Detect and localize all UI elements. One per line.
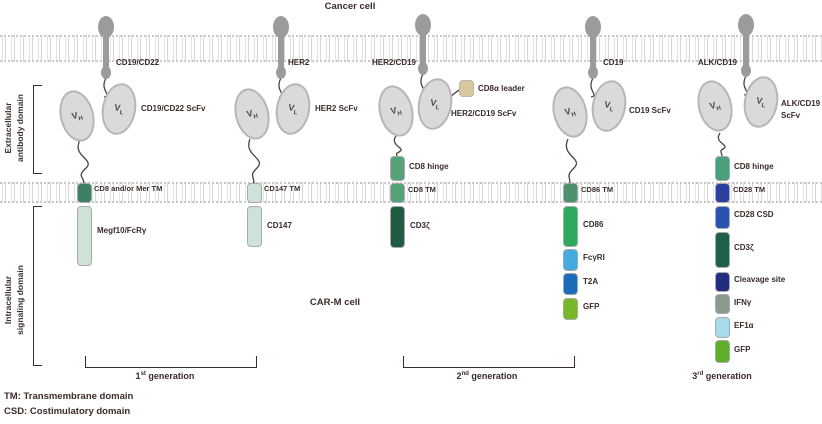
antigen-stalk-stem [278, 30, 284, 72]
icd-box-label: CD28 CSD [734, 210, 774, 219]
icd-box-ifng [715, 294, 730, 314]
antigen-stalk-stem [103, 30, 109, 72]
antigen-stalk-tip [276, 66, 286, 79]
tm-box [247, 183, 262, 203]
icd-box-label: EF1α [734, 321, 754, 330]
scfv-label: CD19 ScFv [629, 106, 671, 115]
car-m-cell-membrane [0, 182, 822, 203]
intracellular-domain-label: Intracellular signaling domain [3, 265, 25, 335]
tm-label: CD8 and/or Mer TM [94, 184, 163, 193]
cancer-cell-membrane [0, 35, 822, 62]
linker-squiggle [590, 77, 595, 98]
antigen-label: HER2/CD19 [371, 58, 416, 67]
antigen-stalk-stem [420, 28, 426, 68]
linker-squiggle [393, 135, 402, 158]
tm-label: CD28 TM [733, 185, 766, 194]
hinge-label: CD8 hinge [409, 162, 449, 171]
hinge-box [715, 156, 730, 181]
icd-box-cd28csd [715, 206, 730, 229]
scfv-label-line2: ScFv [781, 111, 801, 120]
antigen-stalk-stem [590, 30, 596, 72]
antigen-stalk-tip [588, 66, 598, 79]
antigen-stalk-knob [415, 14, 431, 36]
tm-label: CD8 TM [408, 185, 436, 194]
antigen-label: HER2 [288, 58, 310, 67]
scfv-label: CD19/CD22 ScFv [141, 104, 206, 113]
legend-tm: TM: Transmembrane domain [4, 391, 134, 402]
tm-box [77, 183, 92, 203]
antigen-stalk-stem [743, 28, 749, 70]
icd-box-label: FcγRI [583, 253, 605, 262]
icd-box [247, 206, 262, 247]
linker-squiggle [248, 138, 260, 185]
legend-csd: CSD: Costimulatory domain [4, 406, 131, 417]
icd-box-label: CD3ζ [734, 243, 754, 252]
cd8a-leader-label: CD8α leader [478, 84, 525, 93]
tm-label: CD147 TM [264, 184, 301, 193]
extracellular-domain-label: Extracellular antibody domain [3, 94, 25, 162]
icd-box-t2a [563, 273, 578, 295]
cd8a-leader-box [459, 80, 474, 97]
antigen-stalk-knob [98, 16, 114, 38]
tm-box [563, 183, 578, 203]
tm-box [715, 183, 730, 203]
linker-squiggle [565, 138, 577, 185]
gen1-label: 1st generation [135, 371, 195, 381]
icd-box-cd86 [563, 206, 578, 247]
scfv-label: HER2 ScFv [315, 104, 358, 113]
icd-box-gfp [715, 340, 730, 363]
icd-box-ef1a [715, 317, 730, 338]
icd-box-label: IFNγ [734, 298, 752, 307]
icd-box [390, 206, 405, 248]
icd-box-label: Cleavage site [734, 275, 786, 284]
antigen-stalk-knob [273, 16, 289, 38]
icd-box-label: CD86 [583, 220, 604, 229]
icd-box-label: Megf10/FcRγ [97, 226, 147, 235]
car-m-cell-title: CAR-M cell [309, 297, 361, 308]
icd-box-label: CD3ζ [410, 221, 430, 230]
icd-box-label: GFP [583, 302, 600, 311]
hinge-box [390, 156, 405, 181]
icd-box-cleavage [715, 272, 730, 292]
icd-box-gfp [563, 298, 578, 320]
antigen-stalk-knob [585, 16, 601, 38]
antigen-stalk-tip [101, 66, 111, 79]
icd-box-label: GFP [734, 345, 751, 354]
gen2-label: 2nd generation [456, 371, 518, 381]
antigen-stalk-knob [738, 14, 754, 36]
scfv-label: HER2/CD19 ScFv [451, 109, 517, 118]
tm-label: CD86 TM [581, 185, 614, 194]
extracellular-bracket [33, 85, 42, 174]
icd-box-label: CD147 [267, 221, 292, 230]
linker-squiggle [77, 139, 89, 185]
linker-squiggle [717, 132, 726, 158]
gen2-bracket [403, 356, 575, 368]
antigen-stalk-tip [418, 62, 428, 75]
intracellular-bracket [33, 206, 42, 366]
scfv-label-line1: ALK/CD19 [781, 99, 821, 108]
icd-box-label: T2A [583, 277, 599, 286]
icd-box-fcgri [563, 249, 578, 271]
tm-box [390, 183, 405, 203]
gen3-label: 3rd generation [692, 371, 752, 381]
antigen-stalk-tip [741, 64, 751, 77]
gen1-bracket [85, 356, 257, 368]
antigen-label: CD19/CD22 [116, 58, 160, 67]
cancer-cell-title: Cancer cell [324, 1, 376, 12]
antigen-label: ALK/CD19 [697, 58, 737, 67]
icd-box [77, 206, 92, 266]
hinge-label: CD8 hinge [734, 162, 774, 171]
icd-box-cd3z [715, 232, 730, 268]
antigen-label: CD19 [603, 58, 624, 67]
